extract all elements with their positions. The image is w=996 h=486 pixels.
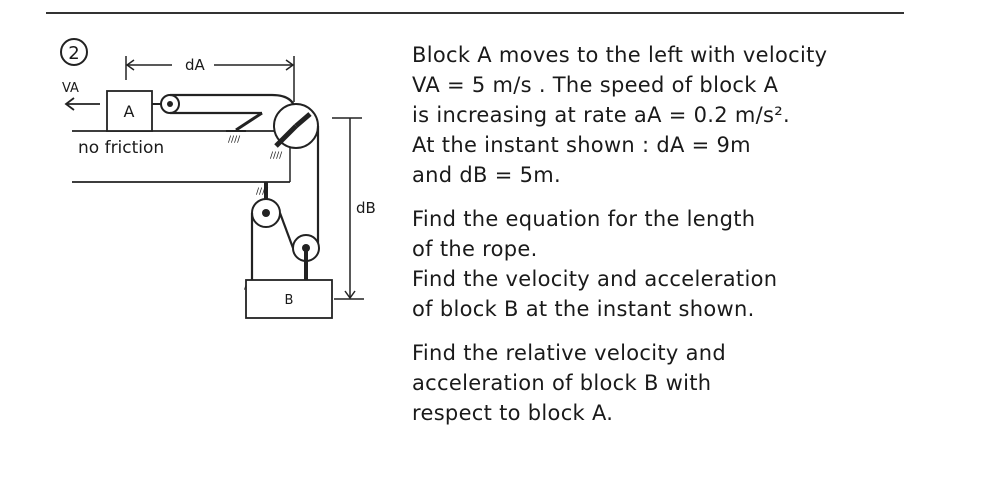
problem-statement: Block A moves to the left with velocity … [412,40,912,442]
fixed-pulley-hub [262,209,270,217]
task-line: respect to block A. [412,401,614,425]
anchor-hatch: //// [228,135,241,145]
given-line: Block A moves to the left with velocity [412,43,828,67]
distance-a-label: dA [185,56,206,74]
dim-b-arrowhead [344,290,356,300]
given-line: and dB = 5m. [412,163,561,187]
top-rule [46,12,904,14]
given-line: VA = 5 m/s . The speed of block A [412,73,779,97]
task-line: Find the velocity and acceleration [412,267,778,291]
corner-hatch: //// [270,151,283,161]
velocity-label: VA [62,81,79,96]
problem-number-circle [60,38,88,66]
task-velocity-b: Find the velocity and acceleration of bl… [412,264,912,324]
block-a [106,90,153,132]
task-line: of the rope. [412,237,538,261]
distance-b-label: dB [356,199,376,217]
velocity-arrowhead [64,97,75,111]
task-rope-length: Find the equation for the length of the … [412,204,912,264]
given-paragraph: Block A moves to the left with velocity … [412,40,912,190]
task-line: Find the equation for the length [412,207,756,231]
task-line: acceleration of block B with [412,371,712,395]
dim-a-arrowhead-right [285,59,295,71]
fixed-pulley-hatch: //// [256,187,269,197]
rope-middle-strand [278,212,295,249]
block-b [245,279,333,319]
rope-anchor [235,111,263,132]
given-line: is increasing at rate aA = 0.2 m/s². [412,103,790,127]
task-line: Find the relative velocity and [412,341,726,365]
given-line: At the instant shown : dA = 9m [412,133,751,157]
problem-number: 2 [68,43,79,64]
block-a-label: A [124,102,135,121]
task-line: of block B at the instant shown. [412,297,755,321]
dim-a-arrowhead-left [125,59,135,71]
corner-pulley-bracket [274,124,298,148]
block-b-label: B [285,293,294,308]
pulley-a-hub [167,101,173,107]
corner-pulley-arm [294,112,312,128]
friction-note: no friction [78,138,164,158]
task-relative-motion: Find the relative velocity and accelerat… [412,338,912,428]
